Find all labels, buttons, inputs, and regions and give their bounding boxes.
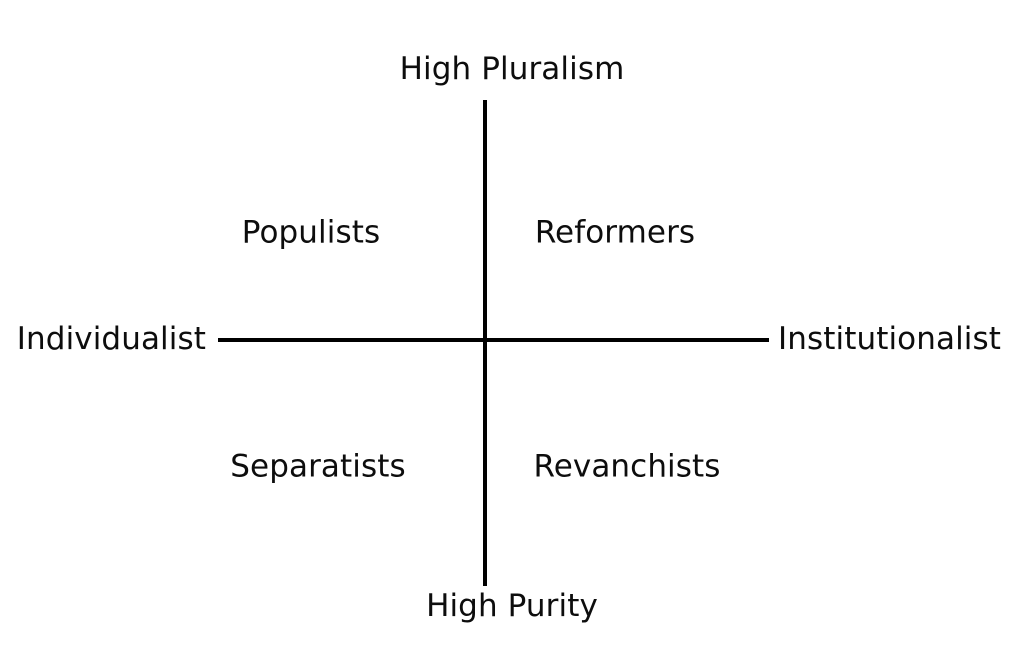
quadrant-label-lower-left: Separatists	[230, 448, 406, 485]
quadrant-label-upper-left: Populists	[241, 214, 381, 251]
axis-label-right: Institutionalist	[778, 321, 1002, 357]
quadrant-label-lower-right: Revanchists	[533, 448, 721, 485]
axis-label-top: High Pluralism	[399, 51, 625, 87]
horizontal-axis-line	[218, 338, 769, 342]
axis-label-left: Individualist	[16, 321, 206, 357]
axis-label-bottom: High Purity	[426, 588, 598, 624]
quadrant-label-upper-right: Reformers	[534, 214, 696, 251]
vertical-axis-line	[483, 100, 487, 586]
